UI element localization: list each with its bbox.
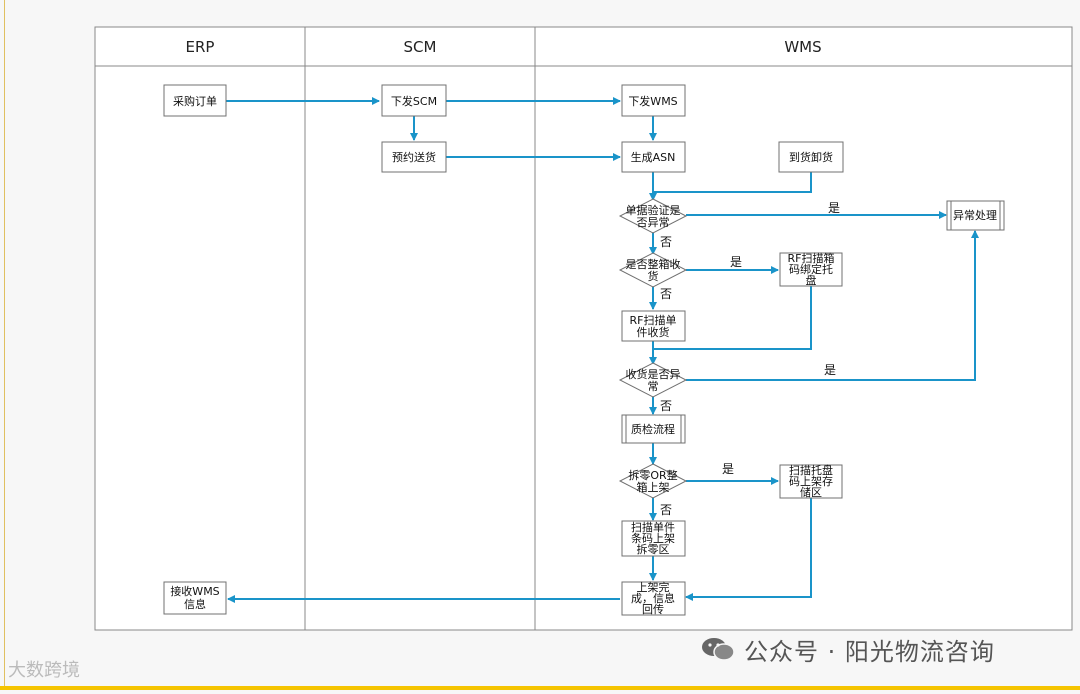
node-full-box: 是否整箱收 货	[618, 252, 688, 288]
node-scan-single: 扫描单件 条码上架 拆零区	[621, 520, 686, 557]
svg-text:单据验证是: 单据验证是	[626, 203, 681, 217]
svg-text:拆零区: 拆零区	[637, 542, 670, 556]
edge-unload-to-check	[653, 172, 812, 193]
svg-text:收货是否异: 收货是否异	[626, 367, 681, 381]
svg-text:生成ASN: 生成ASN	[631, 150, 676, 164]
node-scan-pallet: 扫描托盘 码上架存 储区	[779, 463, 843, 499]
svg-text:条码上架: 条码上架	[631, 531, 675, 545]
svg-text:RF扫描箱: RF扫描箱	[788, 251, 835, 265]
edge-pallet-to-done	[685, 498, 812, 601]
node-rf-box: RF扫描箱 码绑定托 盘	[779, 251, 843, 287]
svg-text:拆零OR整: 拆零OR整	[628, 468, 677, 482]
wechat-icon	[702, 638, 735, 661]
svg-text:是否整箱收: 是否整箱收	[626, 257, 681, 271]
svg-text:接收WMS: 接收WMS	[170, 584, 219, 598]
node-rf-single: RF扫描单 件收货	[621, 310, 686, 342]
edge-receipt-yes-exception	[686, 230, 979, 381]
svg-text:货: 货	[648, 269, 659, 283]
label-yes-receipt: 是	[824, 363, 836, 377]
flow-edges	[226, 97, 979, 603]
slide-border-line	[4, 0, 5, 686]
svg-text:回传: 回传	[642, 603, 664, 616]
svg-text:箱上架: 箱上架	[637, 480, 670, 494]
node-split-or-full: 拆零OR整 箱上架	[618, 463, 688, 499]
label-yes-split: 是	[722, 462, 734, 476]
svg-text:盘: 盘	[806, 273, 817, 287]
svg-text:码绑定托: 码绑定托	[789, 262, 833, 276]
bottom-accent-bar	[0, 686, 1080, 690]
svg-text:RF扫描单: RF扫描单	[630, 313, 677, 327]
lane-title-wms: WMS	[784, 38, 821, 56]
edge-rfbox-merge	[653, 286, 812, 350]
node-generate-asn: 生成ASN	[621, 141, 686, 173]
svg-text:下发WMS: 下发WMS	[628, 94, 677, 108]
svg-text:下发SCM: 下发SCM	[391, 94, 437, 108]
label-no-split: 否	[660, 503, 672, 517]
node-arrival-unload: 到货卸货	[778, 141, 844, 173]
label-no-full-box: 否	[660, 287, 672, 301]
node-done: 上架完 成，信息 回传	[621, 580, 686, 616]
watermark-text: 公众号 · 阳光物流咨询	[744, 638, 995, 666]
svg-text:储区: 储区	[800, 485, 822, 499]
node-issue-wms: 下发WMS	[621, 84, 686, 117]
node-receipt-exception: 收货是否异 常	[618, 362, 688, 398]
svg-text:件收货: 件收货	[637, 325, 670, 339]
svg-text:质检流程: 质检流程	[631, 422, 675, 436]
lane-title-scm: SCM	[404, 38, 437, 56]
node-purchase-order: 采购订单	[163, 84, 227, 117]
label-no-doc-check: 否	[660, 235, 672, 249]
node-receive-info: 接收WMS 信息	[163, 581, 227, 615]
svg-text:异常处理: 异常处理	[953, 209, 997, 222]
lane-title-erp: ERP	[186, 38, 215, 56]
brand-logo: 大数跨境	[8, 660, 80, 681]
svg-text:上架完: 上架完	[637, 580, 670, 594]
node-doc-check: 单据验证是 否异常	[618, 198, 688, 234]
svg-text:信息: 信息	[184, 597, 206, 611]
svg-text:到货卸货: 到货卸货	[789, 150, 833, 164]
node-qc: 质检流程	[621, 414, 686, 444]
label-yes-doc-check: 是	[828, 201, 840, 215]
svg-text:采购订单: 采购订单	[173, 94, 217, 108]
node-appointment: 预约送货	[381, 141, 447, 173]
svg-text:否异常: 否异常	[637, 216, 670, 229]
node-issue-scm: 下发SCM	[381, 84, 447, 117]
svg-text:预约送货: 预约送货	[392, 150, 436, 164]
node-exception: 异常处理	[946, 200, 1005, 231]
svg-text:常: 常	[648, 380, 659, 393]
svg-text:成，信息: 成，信息	[631, 591, 675, 605]
svg-text:扫描单件: 扫描单件	[631, 520, 675, 534]
label-yes-full-box: 是	[730, 255, 742, 269]
label-no-receipt: 否	[660, 399, 672, 413]
swimlane-frame	[94, 26, 1073, 631]
svg-text:扫描托盘: 扫描托盘	[789, 463, 833, 477]
svg-text:码上架存: 码上架存	[789, 474, 833, 488]
